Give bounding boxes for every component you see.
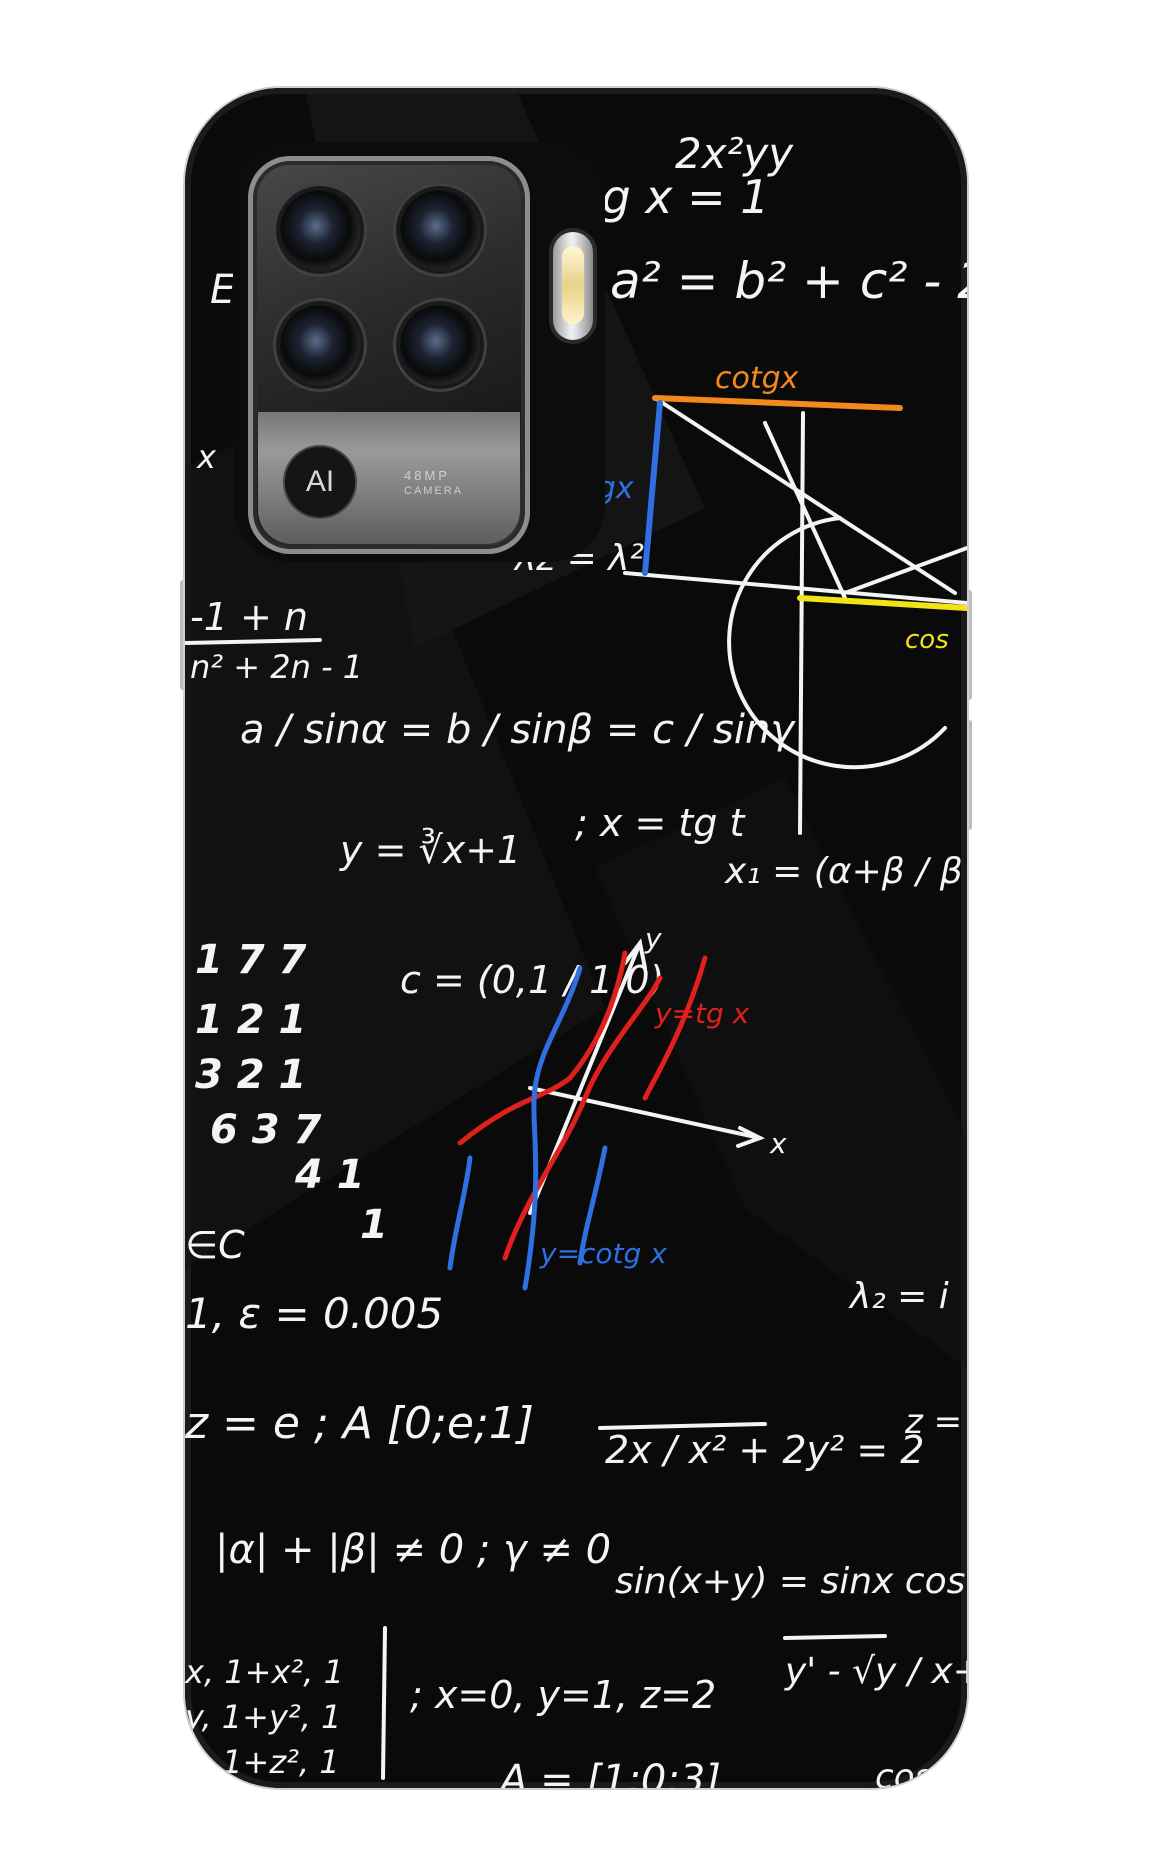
tg-segment	[642, 400, 663, 576]
cos-label: cos	[905, 625, 949, 655]
x-axis-label: x	[769, 1127, 787, 1160]
megapixel-label: 48MP	[404, 468, 450, 483]
formula: 4 1	[294, 1152, 365, 1198]
formula: λ₂ = i	[848, 1276, 949, 1317]
formula: 1	[360, 1202, 388, 1248]
camera-lens-icon	[280, 190, 360, 270]
flash-icon	[562, 246, 584, 324]
camera-spec-label: 48MP CAMERA	[404, 468, 494, 497]
formula: y, 1+y², 1	[185, 1698, 341, 1736]
formula: -1 + n	[190, 595, 308, 639]
fraction-bar	[783, 1634, 887, 1640]
formula: a² = b² + c² - 2	[610, 252, 967, 310]
fraction-bar	[598, 1422, 767, 1430]
ai-badge: AI	[285, 447, 355, 517]
formula: x	[196, 438, 217, 476]
formula: x, 1+x², 1	[185, 1653, 344, 1691]
formula: 3 2 1	[195, 1052, 306, 1098]
camera-lens-icon	[280, 305, 360, 385]
side-button-left	[180, 580, 186, 690]
tgx-curve-label: y=tg x	[654, 997, 750, 1030]
formula: 1 2 1	[195, 997, 306, 1043]
formula: x₁ = (α+β / β	[724, 851, 963, 892]
camera-lens-icon	[400, 190, 480, 270]
unit-circle-diagram	[623, 396, 967, 835]
function-graph	[447, 938, 766, 1291]
cotgx-label: cotgx	[715, 361, 799, 396]
formula: ∈C	[185, 1223, 245, 1267]
formula: z =	[904, 1402, 962, 1442]
formula: z, 1+z², 1	[185, 1743, 340, 1781]
formula: |α| + |β| ≠ 0 ; γ ≠ 0	[215, 1527, 611, 1573]
formula: 2x / x² + 2y² = 2	[605, 1428, 924, 1472]
formula: n² + 2n - 1	[190, 648, 363, 686]
side-button-right-1	[966, 590, 972, 700]
side-button-right-2	[966, 720, 972, 830]
cotg-segment	[652, 395, 903, 411]
formula: 6 3 7	[210, 1107, 322, 1153]
formula: y = ∛x+1	[339, 827, 521, 872]
formula: cosγ	[875, 1757, 954, 1788]
formula: 2x²yy	[675, 129, 794, 178]
camera-lens-icon	[400, 305, 480, 385]
formula: ; x = tg t	[575, 801, 746, 845]
matrix-bracket	[381, 1626, 387, 1780]
fraction-bar	[185, 638, 322, 645]
formula: 1 7 7	[195, 937, 307, 983]
formula: 1, ε = 0.005	[185, 1289, 443, 1338]
formula: y' - √y / x+2	[784, 1651, 967, 1692]
formula: c = (0,1 / 1,0)	[400, 958, 664, 1002]
formula: sin(x+y) = sinx cos	[615, 1561, 965, 1602]
cos-segment	[797, 595, 967, 611]
camera-word-label: CAMERA	[404, 485, 464, 497]
formula: z = e ; A [0;e;1]	[185, 1398, 534, 1449]
formula: a / sinα = b / sinβ = c / sinγ	[240, 707, 796, 753]
formula: A = [1;0;3]	[497, 1757, 721, 1788]
formula: ; x=0, y=1, z=2	[410, 1673, 716, 1717]
cotgx-curve-label: y=cotg x	[539, 1237, 667, 1270]
y-axis-label: y	[644, 922, 662, 955]
